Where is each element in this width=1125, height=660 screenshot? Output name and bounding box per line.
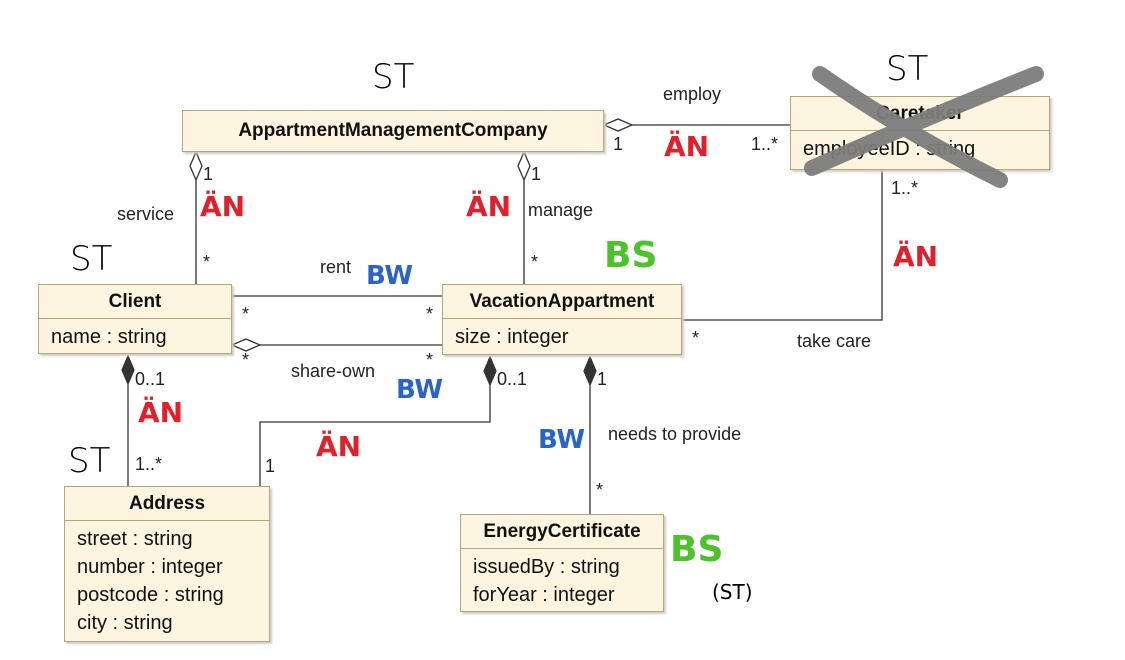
attribute: city : string: [77, 612, 173, 634]
attribute: employeeID : string: [803, 138, 976, 160]
multiplicity: *: [426, 350, 434, 370]
annotation-an: ÄN: [664, 130, 710, 163]
annotation-st-paren: (ST): [712, 580, 753, 604]
annotation-an: ÄN: [316, 430, 362, 463]
multiplicity: 1: [531, 164, 542, 184]
composition-diamond: [583, 355, 597, 387]
annotation-bs: BS: [604, 235, 658, 276]
aggregation-diamond: [230, 338, 262, 352]
vacation-address-line: [259, 385, 491, 486]
assoc-name: manage: [528, 200, 594, 220]
annotation-bw: BW: [396, 375, 444, 405]
take-care-line: [682, 170, 883, 321]
annotation-st: ST: [886, 49, 929, 89]
class-caretaker[interactable]: Caretaker employeeID : string: [790, 96, 1050, 170]
attributes: street : string number : integer postcod…: [65, 521, 269, 641]
multiplicity: 0..1: [497, 369, 528, 389]
class-name: Client: [39, 285, 231, 319]
multiplicity: *: [531, 252, 539, 272]
aggregation-diamond: [189, 150, 203, 182]
class-address[interactable]: Address street : string number : integer…: [64, 486, 270, 642]
annotation-an: ÄN: [200, 190, 246, 223]
assoc-name: take care: [797, 331, 872, 351]
attributes: issuedBy : string forYear : integer: [461, 549, 663, 613]
assoc-name: rent: [320, 257, 352, 277]
multiplicity: *: [203, 252, 211, 272]
assoc-name: needs to provide: [608, 424, 742, 444]
class-energy-certificate[interactable]: EnergyCertificate issuedBy : string forY…: [460, 514, 664, 612]
assoc-name: share-own: [291, 361, 376, 381]
assoc-name: service: [117, 204, 175, 224]
attribute: number : integer: [77, 556, 223, 578]
attribute: name : string: [51, 326, 167, 348]
multiplicity: 1: [203, 164, 214, 184]
annotation-bs: BS: [670, 529, 724, 570]
annotation-st: ST: [372, 57, 415, 97]
multiplicity: *: [426, 304, 434, 324]
multiplicity: 1: [597, 369, 608, 389]
multiplicity: 0..1: [135, 369, 166, 389]
multiplicity: 1..*: [891, 178, 919, 198]
class-name: EnergyCertificate: [461, 515, 663, 549]
composition-diamond: [121, 354, 135, 386]
multiplicity: *: [242, 350, 250, 370]
annotation-st: ST: [68, 441, 111, 481]
attribute: issuedBy : string: [473, 556, 620, 578]
class-name: VacationAppartment: [443, 285, 681, 319]
multiplicity: 1: [613, 134, 624, 154]
multiplicity: 1: [265, 456, 276, 476]
class-company[interactable]: AppartmentManagementCompany: [182, 110, 604, 152]
assoc-name: employ: [663, 84, 722, 104]
class-vacation-appartment[interactable]: VacationAppartment size : integer: [442, 284, 682, 355]
multiplicity: *: [596, 480, 604, 500]
class-name: AppartmentManagementCompany: [238, 120, 548, 141]
composition-diamond: [483, 355, 497, 387]
multiplicity: 1..*: [751, 134, 779, 154]
annotation-an: ÄN: [893, 240, 939, 273]
attribute: forYear : integer: [473, 584, 615, 606]
class-name: Caretaker: [791, 97, 1049, 131]
aggregation-diamond: [517, 150, 531, 182]
attribute: street : string: [77, 528, 193, 550]
multiplicity: 1..*: [135, 454, 163, 474]
multiplicity: *: [692, 328, 700, 348]
class-client[interactable]: Client name : string: [38, 284, 232, 354]
multiplicity: *: [242, 304, 250, 324]
attribute: size : integer: [455, 326, 569, 348]
annotation-an: ÄN: [466, 190, 512, 223]
annotation-bw: BW: [538, 425, 586, 455]
annotation-st: ST: [70, 239, 113, 279]
aggregation-diamond: [602, 118, 634, 132]
annotation-bw: BW: [366, 261, 414, 291]
class-name: Address: [65, 487, 269, 521]
attribute: postcode : string: [77, 584, 224, 606]
annotation-an: ÄN: [138, 396, 184, 429]
